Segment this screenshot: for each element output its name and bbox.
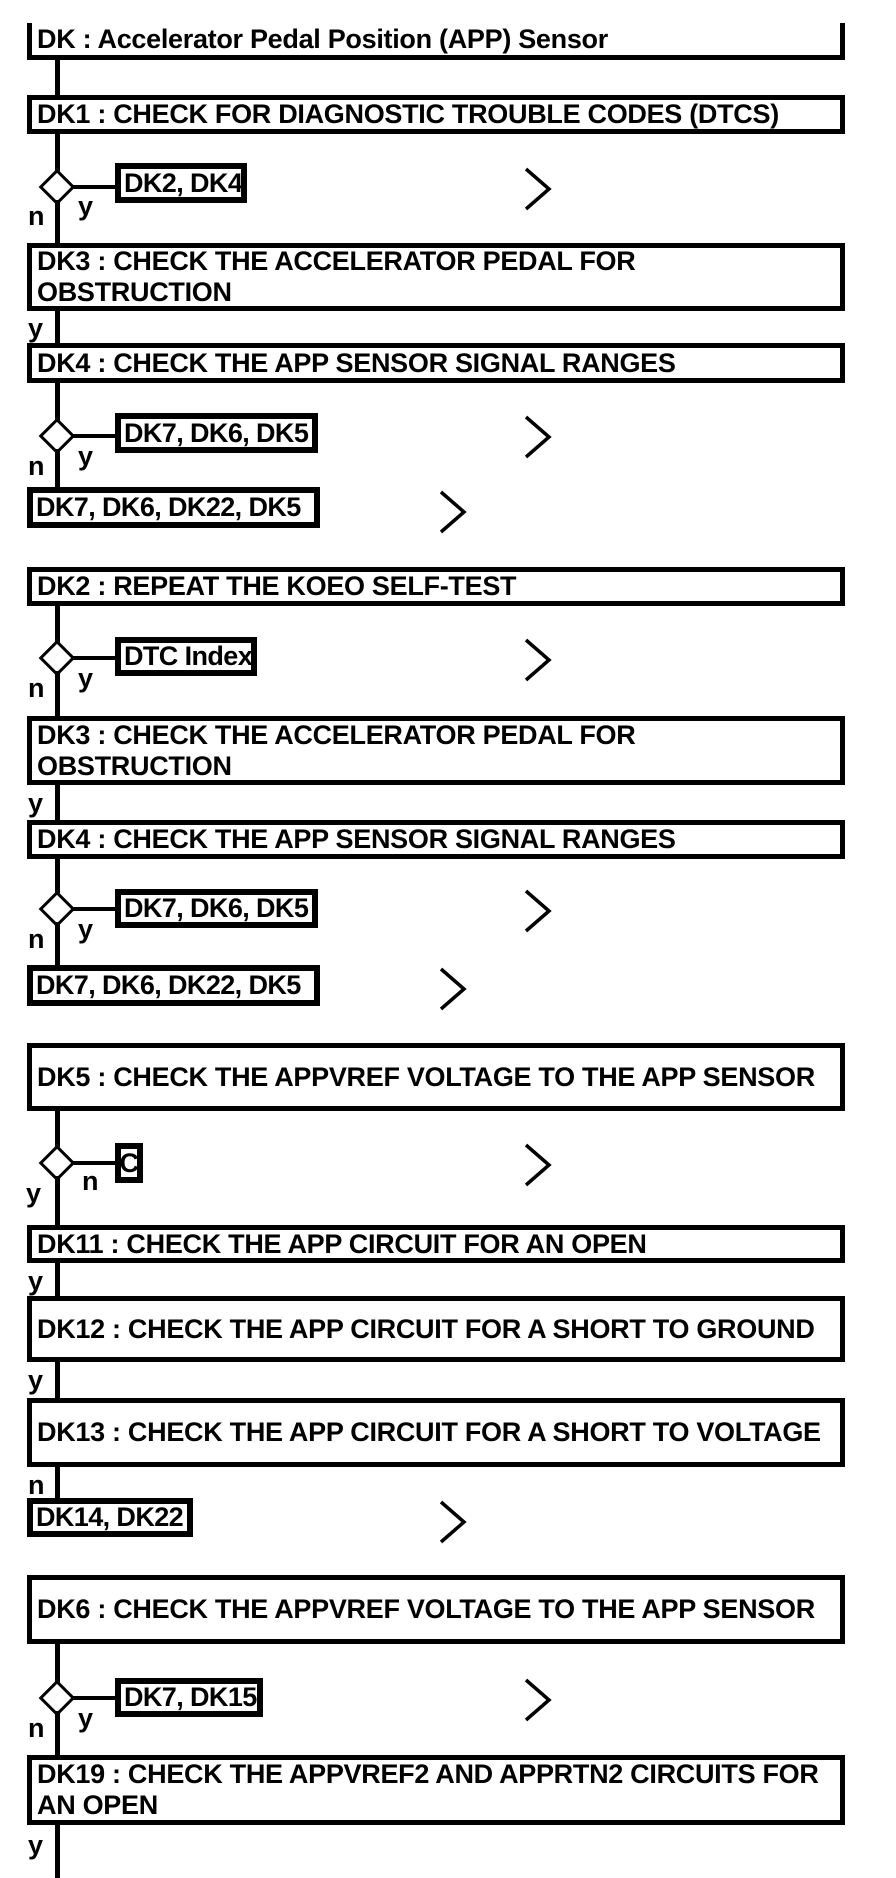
branch-label-yes: y [78, 441, 94, 471]
procedure-box-dk: DK : Accelerator Pedal Position (APP) Se… [27, 23, 845, 60]
branch-label-no: n [28, 924, 45, 954]
branch-box-label: DK7, DK6, DK5 [124, 893, 309, 923]
branch-line [72, 907, 115, 911]
procedure-box-label: DK5 : CHECK THE APPVREF VOLTAGE TO THE A… [37, 1061, 815, 1092]
procedure-box-label: DK1 : CHECK FOR DIAGNOSTIC TROUBLE CODES… [37, 99, 779, 129]
branch-box-dk7-dk6-dk5: DK7, DK6, DK5 [115, 889, 318, 928]
branch-box-dk14-dk22: DK14, DK22 [27, 1498, 193, 1537]
flow-label-yes: y [28, 1365, 44, 1395]
procedure-box-label: DK : Accelerator Pedal Position (APP) Se… [37, 23, 608, 54]
procedure-box-dk3: DK3 : CHECK THE ACCELERATOR PEDAL FOR OB… [27, 243, 845, 311]
procedure-box-dk6: DK6 : CHECK THE APPVREF VOLTAGE TO THE A… [27, 1575, 845, 1644]
procedure-box-dk5: DK5 : CHECK THE APPVREF VOLTAGE TO THE A… [27, 1043, 845, 1111]
procedure-box-dk13: DK13 : CHECK THE APP CIRCUIT FOR A SHORT… [27, 1398, 845, 1467]
next-chevron-icon [524, 1143, 552, 1187]
branch-box-label: DK2, DK4 [124, 167, 243, 198]
procedure-box-dk4: DK4 : CHECK THE APP SENSOR SIGNAL RANGES [27, 343, 845, 383]
branch-box-label: DK7, DK6, DK22, DK5 [36, 970, 301, 1000]
flow-line [55, 1467, 60, 1498]
branch-label-yes: y [78, 191, 94, 221]
branch-line [72, 1696, 115, 1700]
flow-line [55, 1263, 60, 1296]
procedure-box-dk3: DK3 : CHECK THE ACCELERATOR PEDAL FOR OB… [27, 716, 845, 785]
next-chevron-icon [524, 1678, 552, 1722]
procedure-box-label: DK4 : CHECK THE APP SENSOR SIGNAL RANGES [37, 347, 676, 378]
next-chevron-icon [524, 167, 552, 211]
next-chevron-icon [524, 638, 552, 682]
flow-label-yes: y [28, 1266, 44, 1296]
branch-box-label: C [119, 1147, 140, 1178]
branch-box-dk7-dk6-dk22-dk5: DK7, DK6, DK22, DK5 [27, 965, 320, 1006]
flow-line [55, 1825, 60, 1878]
next-chevron-icon [439, 1500, 467, 1544]
flow-line [55, 134, 60, 174]
branch-line [72, 434, 115, 438]
next-chevron-icon [439, 967, 467, 1011]
procedure-box-label: DK2 : REPEAT THE KOEO SELF-TEST [37, 571, 517, 601]
next-chevron-icon [524, 415, 552, 459]
branch-box-label: DK7, DK6, DK22, DK5 [36, 492, 301, 522]
procedure-box-dk19: DK19 : CHECK THE APPVREF2 AND APPRTN2 CI… [27, 1755, 845, 1825]
procedure-box-label: DK4 : CHECK THE APP SENSOR SIGNAL RANGES [37, 824, 676, 854]
procedure-box-dk11: DK11 : CHECK THE APP CIRCUIT FOR AN OPEN [27, 1225, 845, 1263]
next-chevron-icon [524, 889, 552, 933]
flow-label-yes: y [28, 1830, 44, 1860]
branch-box-dk7-dk6-dk5: DK7, DK6, DK5 [115, 413, 318, 453]
flow-line [55, 922, 60, 965]
procedure-box-dk4: DK4 : CHECK THE APP SENSOR SIGNAL RANGES [27, 820, 845, 859]
branch-box-label: DTC Index [124, 641, 253, 671]
flow-line [55, 60, 60, 96]
branch-box-dk7-dk6-dk22-dk5: DK7, DK6, DK22, DK5 [27, 487, 320, 528]
flow-line [55, 671, 60, 716]
flow-line [55, 449, 60, 487]
branch-box-dtc-index: DTC Index [115, 637, 257, 676]
branch-label-yes: y [26, 1178, 42, 1208]
procedure-box-label: DK12 : CHECK THE APP CIRCUIT FOR A SHORT… [37, 1313, 815, 1344]
flow-line [55, 1711, 60, 1755]
branch-label-yes: y [78, 663, 94, 693]
branch-label-no: n [82, 1166, 99, 1196]
branch-box-label: DK7, DK15 [124, 1682, 257, 1712]
branch-label-no: n [28, 673, 45, 703]
branch-box-label: DK7, DK6, DK5 [124, 417, 309, 448]
procedure-box-dk1: DK1 : CHECK FOR DIAGNOSTIC TROUBLE CODES… [27, 95, 845, 134]
branch-line [72, 185, 115, 189]
procedure-box-label: DK3 : CHECK THE ACCELERATOR PEDAL FOR OB… [37, 246, 636, 307]
procedure-box-label: DK13 : CHECK THE APP CIRCUIT FOR A SHORT… [37, 1417, 821, 1447]
procedure-box-dk12: DK12 : CHECK THE APP CIRCUIT FOR A SHORT… [27, 1296, 845, 1362]
flow-label-yes: y [28, 313, 44, 343]
branch-box-dk2-dk4: DK2, DK4 [115, 163, 247, 203]
branch-label-yes: y [78, 1703, 94, 1733]
flow-line [55, 1362, 60, 1398]
branch-label-yes: y [78, 914, 94, 944]
branch-line [72, 1161, 115, 1165]
branch-box-c: C [115, 1143, 143, 1183]
flow-line [55, 1111, 60, 1150]
branch-box-label: DK14, DK22 [36, 1502, 184, 1532]
branch-label-no: n [28, 1713, 45, 1743]
procedure-box-label: DK11 : CHECK THE APP CIRCUIT FOR AN OPEN [37, 1228, 647, 1259]
flow-line [55, 606, 60, 645]
flow-line [55, 785, 60, 820]
branch-label-no: n [28, 451, 45, 481]
flow-line [55, 383, 60, 423]
flow-label-yes: y [28, 788, 44, 818]
flow-line [55, 200, 60, 243]
next-chevron-icon [439, 490, 467, 534]
procedure-box-label: DK19 : CHECK THE APPVREF2 AND APPRTN2 CI… [37, 1759, 819, 1820]
procedure-box-label: DK6 : CHECK THE APPVREF VOLTAGE TO THE A… [37, 1594, 815, 1624]
flow-label-no: n [28, 1470, 45, 1500]
flow-line [55, 311, 60, 344]
flow-line [55, 859, 60, 896]
flow-line [55, 1176, 60, 1225]
procedure-box-label: DK3 : CHECK THE ACCELERATOR PEDAL FOR OB… [37, 719, 636, 781]
procedure-box-dk2: DK2 : REPEAT THE KOEO SELF-TEST [27, 567, 845, 606]
flow-line [55, 1644, 60, 1685]
branch-box-dk7-dk15: DK7, DK15 [115, 1678, 263, 1717]
branch-label-no: n [28, 201, 45, 231]
branch-line [72, 656, 115, 660]
